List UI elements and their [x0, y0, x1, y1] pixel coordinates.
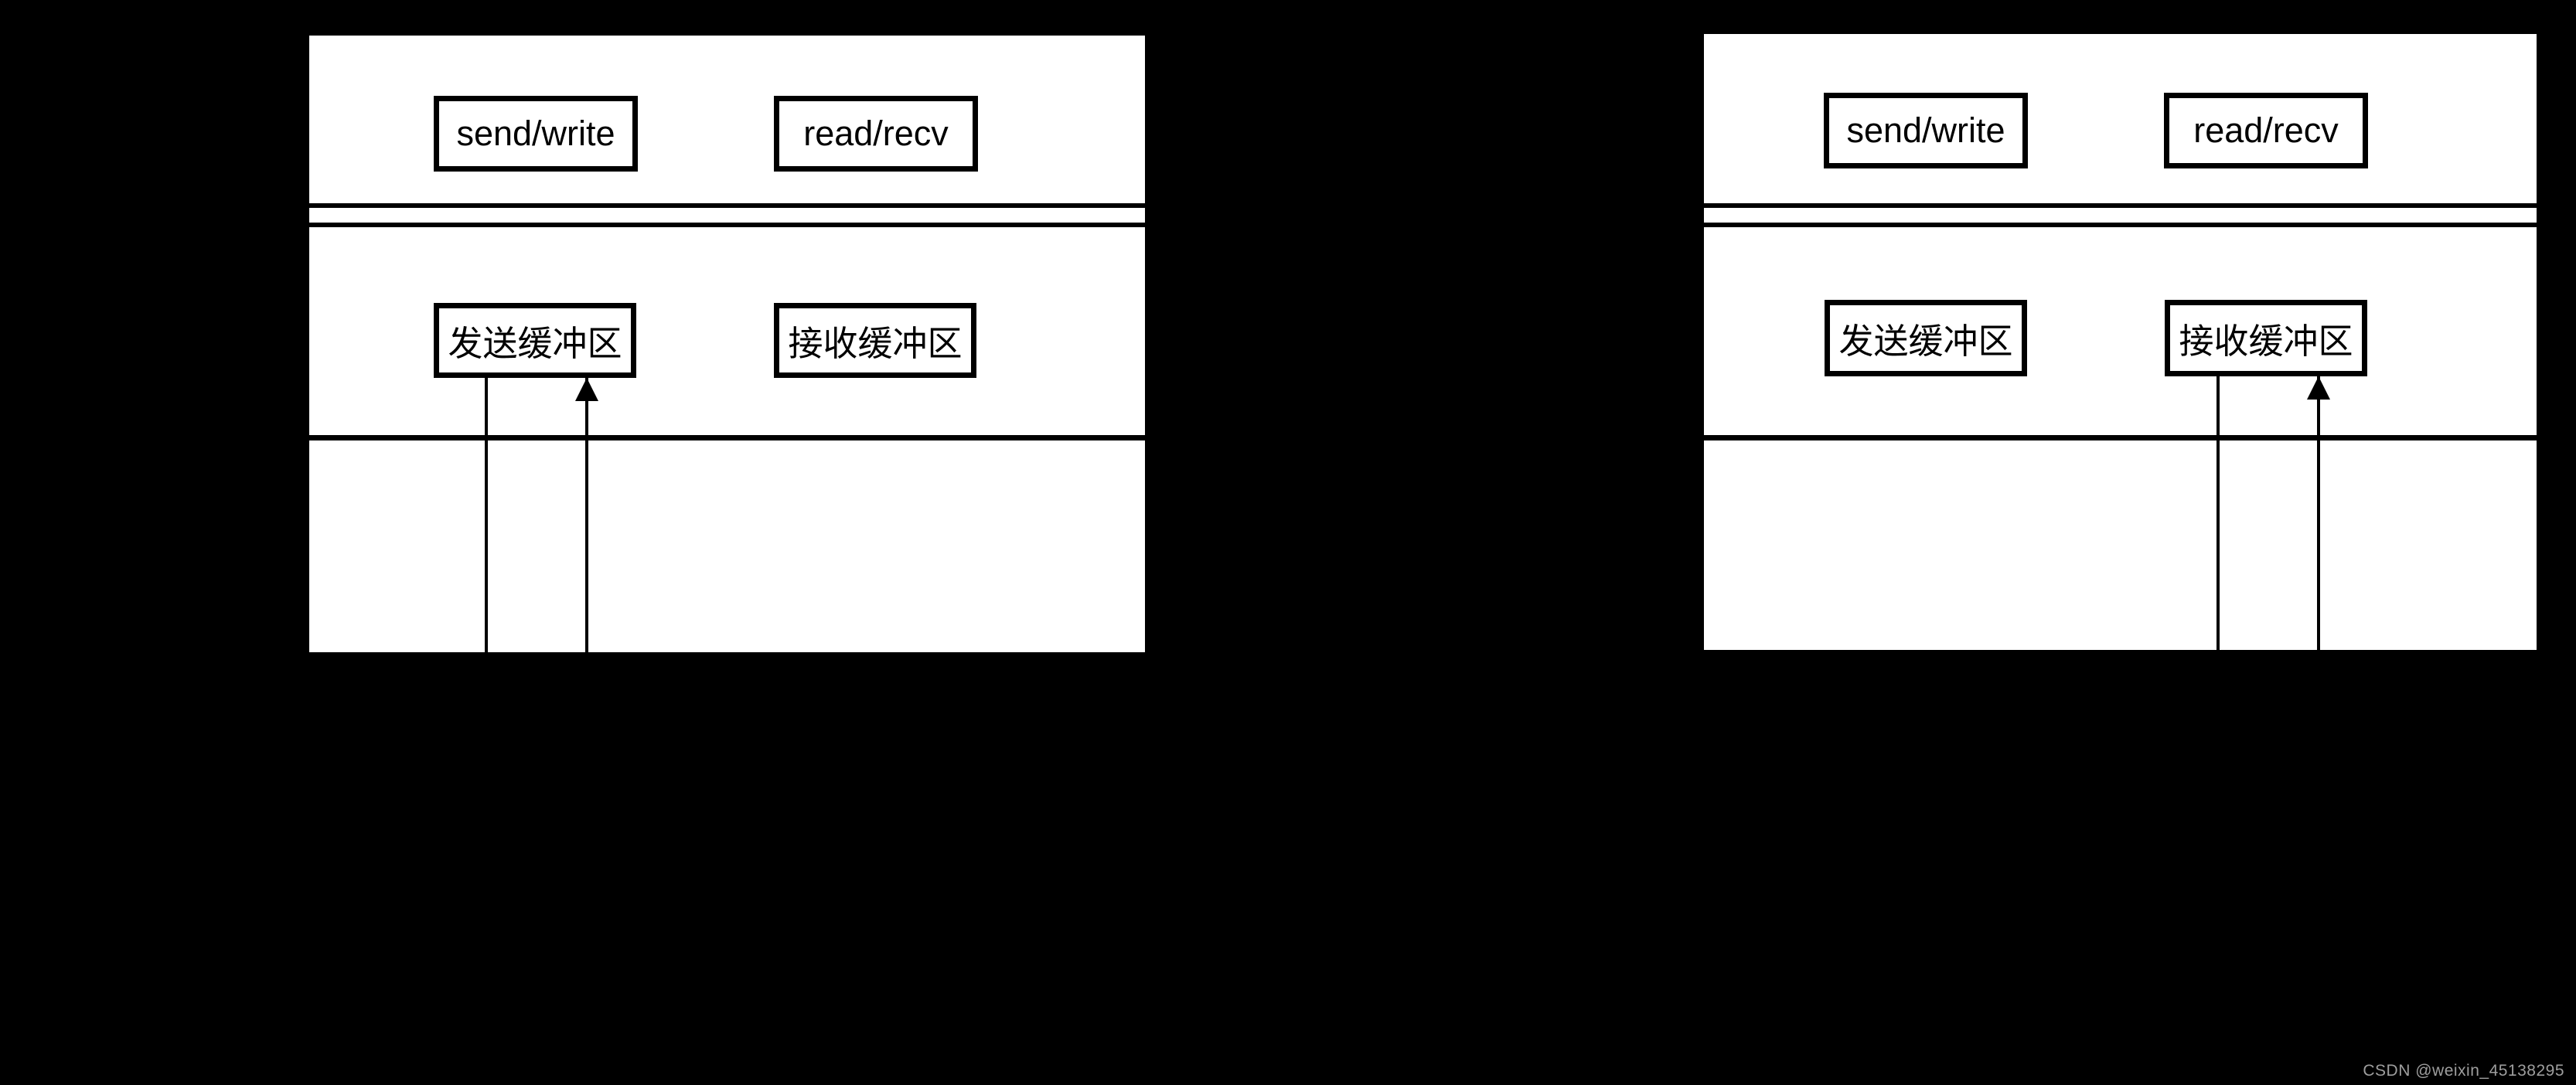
buffer-down-line: [2217, 376, 2220, 650]
send-buffer-box: 发送缓冲区: [1825, 300, 2027, 376]
recv-buffer-label: 接收缓冲区: [788, 324, 963, 363]
buffer-arrow-shaft: [585, 378, 588, 652]
send-buffer-label: 发送缓冲区: [448, 324, 622, 363]
divider-line-top-lower: [309, 223, 1145, 227]
send-write-box: send/write: [1824, 93, 2028, 168]
divider-line-top-upper: [1704, 203, 2537, 208]
recv-buffer-label: 接收缓冲区: [2179, 321, 2353, 361]
send-write-label: send/write: [456, 114, 615, 153]
read-recv-label: read/recv: [2193, 111, 2339, 150]
divider-line-top-upper: [309, 203, 1145, 208]
up-arrow-icon: [2307, 376, 2330, 400]
up-arrow-icon: [575, 378, 598, 401]
read-recv-box: read/recv: [2164, 93, 2368, 168]
host-panel-right: send/write read/recv 发送缓冲区 接收缓冲区: [1704, 34, 2537, 650]
recv-buffer-box: 接收缓冲区: [774, 303, 976, 378]
send-write-label: send/write: [1846, 111, 2005, 150]
csdn-watermark: CSDN @weixin_45138295: [2363, 1062, 2564, 1080]
send-buffer-box: 发送缓冲区: [434, 303, 636, 378]
send-write-box: send/write: [434, 96, 638, 172]
divider-line-top-lower: [1704, 223, 2537, 227]
divider-line-bottom: [1704, 435, 2537, 440]
recv-buffer-box: 接收缓冲区: [2165, 300, 2367, 376]
read-recv-label: read/recv: [803, 114, 949, 153]
host-panel-left: send/write read/recv 发送缓冲区 接收缓冲区: [309, 36, 1145, 652]
read-recv-box: read/recv: [774, 96, 978, 172]
send-buffer-label: 发送缓冲区: [1838, 321, 2013, 361]
divider-line-bottom: [309, 435, 1145, 440]
buffer-down-line: [485, 378, 488, 652]
buffer-arrow-shaft: [2317, 376, 2320, 650]
